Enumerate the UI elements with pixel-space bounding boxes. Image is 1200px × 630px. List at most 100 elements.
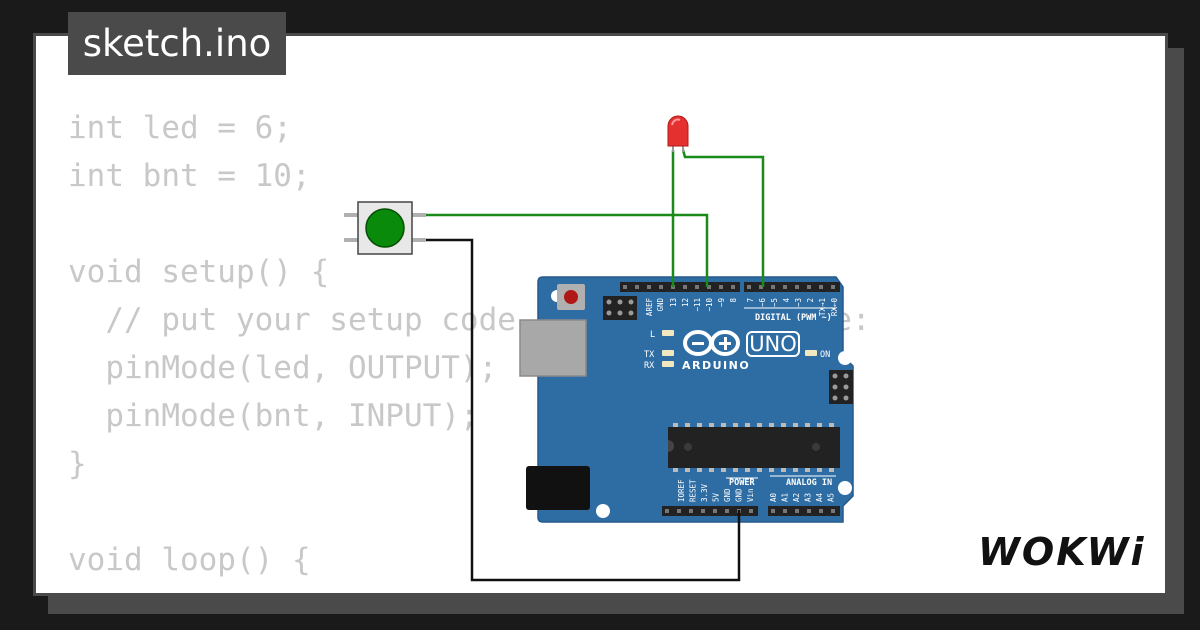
pin-hole: [731, 285, 735, 289]
chip-pin: [697, 423, 702, 427]
pin-hole: [635, 285, 639, 289]
chip-pin: [829, 468, 834, 472]
analog-pin-label: A4: [815, 492, 824, 502]
power-pin-label: GND: [735, 488, 744, 502]
led-label-tx: TX: [644, 350, 655, 360]
chip-pin: [733, 468, 738, 472]
analog-header: [768, 506, 840, 516]
digital-pin-label: RX←0: [830, 298, 839, 317]
power-pin-label: RESET: [689, 479, 698, 502]
led-l-indicator: [662, 330, 674, 336]
pin-hole: [683, 285, 687, 289]
digital-pin-label: 8: [729, 298, 738, 303]
analog-pin-label: A3: [804, 493, 813, 502]
digital-pin-label: GND: [656, 298, 665, 312]
digital-pin-label: ~5: [770, 298, 779, 307]
pin-hole: [807, 285, 811, 289]
chip-pin: [697, 468, 702, 472]
wire-button-to-pin10[interactable]: [419, 213, 709, 287]
pin-hole: [819, 285, 823, 289]
reset-button[interactable]: [564, 290, 578, 304]
digital-header-right: [744, 282, 840, 292]
pin-hole: [807, 509, 811, 513]
chip-pin: [673, 468, 678, 472]
chip-pin: [805, 423, 810, 427]
pin-hole: [695, 285, 699, 289]
button-leg: [410, 238, 426, 242]
pushbutton[interactable]: [344, 201, 426, 255]
chip-pin: [685, 468, 690, 472]
digital-pin-label: ~3: [794, 298, 803, 307]
chip-pin: [757, 468, 762, 472]
pin-hole: [771, 509, 775, 513]
pin-hole: [783, 509, 787, 513]
icsp-header-right: [829, 370, 853, 404]
arduino-logo: [683, 330, 740, 356]
atmega-chip: [668, 423, 840, 472]
pin-hole: [783, 285, 787, 289]
chip-pin: [817, 423, 822, 427]
digital-pin-label: TX→1: [818, 298, 827, 316]
usb-port: [519, 319, 587, 377]
code-line: pinMode(bnt, INPUT);: [68, 398, 479, 434]
chip-pin: [757, 423, 762, 427]
arduino-label: ARDUINO: [682, 359, 750, 372]
chip-pin: [793, 423, 798, 427]
pin-hole: [795, 285, 799, 289]
chip-pin: [709, 468, 714, 472]
chip-pin: [721, 423, 726, 427]
code-line: // put your main code here, to run repea…: [68, 584, 964, 593]
uno-badge: [746, 331, 800, 357]
chip-pin: [721, 468, 726, 472]
power-pin-label: GND: [723, 488, 732, 502]
icsp-header: [603, 296, 637, 320]
chip-pin: [769, 423, 774, 427]
button-leg: [410, 213, 426, 217]
pin-hole: [747, 285, 751, 289]
chip-pin: [709, 423, 714, 427]
led-rx-indicator: [662, 361, 674, 367]
power-pin-label: IOREF: [677, 479, 686, 502]
pin-hole: [647, 285, 651, 289]
chip-pin: [685, 423, 690, 427]
button-leg: [344, 213, 360, 217]
wire-button-to-5v[interactable]: [419, 238, 741, 582]
code-line: int led = 6;: [68, 110, 292, 146]
digital-header-left: [620, 282, 740, 292]
analog-header-label: ANALOG IN: [786, 478, 832, 488]
mounting-hole: [838, 351, 852, 365]
digital-pin-label: 13: [669, 298, 678, 307]
pin-hole: [719, 285, 723, 289]
code-line: }: [68, 446, 87, 482]
pin-hole: [713, 509, 717, 513]
sketch-title: sketch.ino: [68, 12, 286, 75]
digital-pin-label: ~6: [758, 298, 767, 308]
uno-label: UNO: [749, 332, 797, 356]
analog-pin-label: A1: [781, 493, 790, 502]
pin-hole: [677, 509, 681, 513]
power-pin-label: 5V: [712, 492, 721, 502]
red-led[interactable]: [667, 115, 689, 152]
wire-led-anode-to-pin6[interactable]: [681, 149, 765, 287]
digital-pin-label: 7: [746, 298, 755, 303]
chip-pin: [673, 423, 678, 427]
code-line: void setup() {: [68, 254, 330, 290]
pin-hole: [725, 509, 729, 513]
wokwi-logo: WOKWi: [978, 530, 1146, 574]
pin-hole: [665, 509, 669, 513]
digital-header-label: DIGITAL (PWM ~): [755, 313, 832, 323]
pin-hole: [819, 509, 823, 513]
pin-hole: [749, 509, 753, 513]
led-label-rx: RX: [644, 361, 655, 371]
led-label-on: ON: [820, 350, 830, 360]
chip-pin: [805, 468, 810, 472]
digital-pin-label: 12: [681, 298, 690, 307]
chip-pin: [793, 468, 798, 472]
chip-pin: [745, 468, 750, 472]
led-on-indicator: [805, 350, 817, 356]
